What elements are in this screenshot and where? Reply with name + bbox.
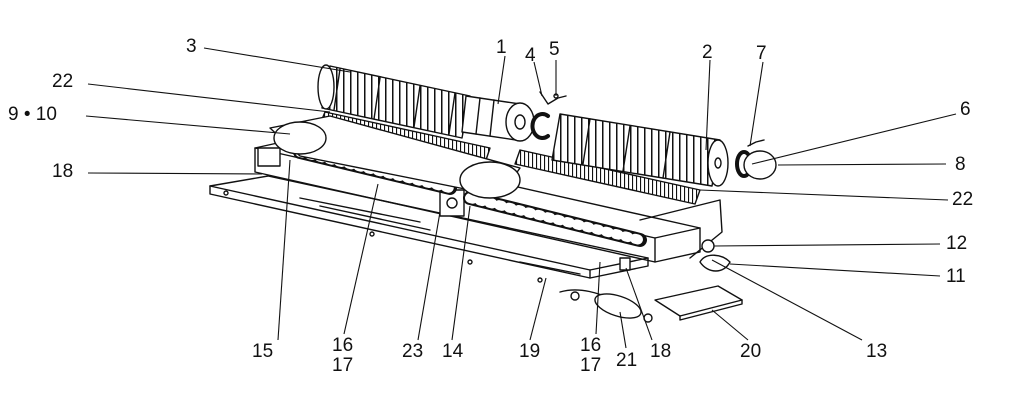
retaining-spring [539, 91, 567, 105]
callout-20: 20 [740, 341, 762, 362]
callout-3: 3 [186, 36, 197, 57]
cover-plate [654, 285, 743, 321]
callout-5: 5 [549, 39, 560, 60]
blower-wheel-right [551, 113, 729, 187]
fin-block-right [514, 149, 701, 205]
callout-19: 19 [519, 341, 541, 362]
callout-17-left: 17 [332, 355, 354, 376]
callout-8: 8 [955, 154, 966, 175]
callout-16-right: 16 [580, 335, 602, 356]
callout-6: 6 [960, 99, 971, 120]
callout-17-right: 17 [580, 355, 602, 376]
side-fitting-12 [701, 239, 715, 253]
callout-18-right: 18 [650, 341, 672, 362]
blower-wheel-left [317, 64, 471, 139]
motor-bracket-housing [269, 115, 521, 199]
callout-7: 7 [756, 43, 767, 64]
callout-11: 11 [946, 266, 966, 287]
end-cap [743, 150, 777, 180]
callout-16-17-left: 16 17 [332, 336, 353, 376]
leader-lines [85, 47, 957, 349]
base-tray [209, 175, 649, 283]
callout-23: 23 [402, 341, 424, 362]
side-fitting-11 [699, 254, 731, 272]
callout-22-right: 22 [952, 189, 974, 210]
callout-16-17-right: 16 17 [580, 336, 601, 376]
callout-13: 13 [866, 341, 888, 362]
callout-9-10: 9 • 10 [8, 104, 57, 125]
bushing-right [619, 257, 631, 271]
callout-12: 12 [946, 233, 968, 254]
c-clip [530, 112, 550, 140]
callout-22-top: 22 [52, 71, 74, 92]
callout-2: 2 [702, 42, 713, 63]
callout-21: 21 [616, 350, 638, 371]
callout-1: 1 [496, 37, 507, 58]
callout-14: 14 [442, 341, 464, 362]
callout-15: 15 [252, 341, 274, 362]
drain-pipe [559, 289, 653, 323]
callout-18-left: 18 [52, 161, 74, 182]
callout-16-left: 16 [332, 335, 354, 356]
roller-rod-right [463, 191, 647, 247]
callout-4: 4 [525, 45, 536, 66]
fan-motor [461, 95, 535, 142]
